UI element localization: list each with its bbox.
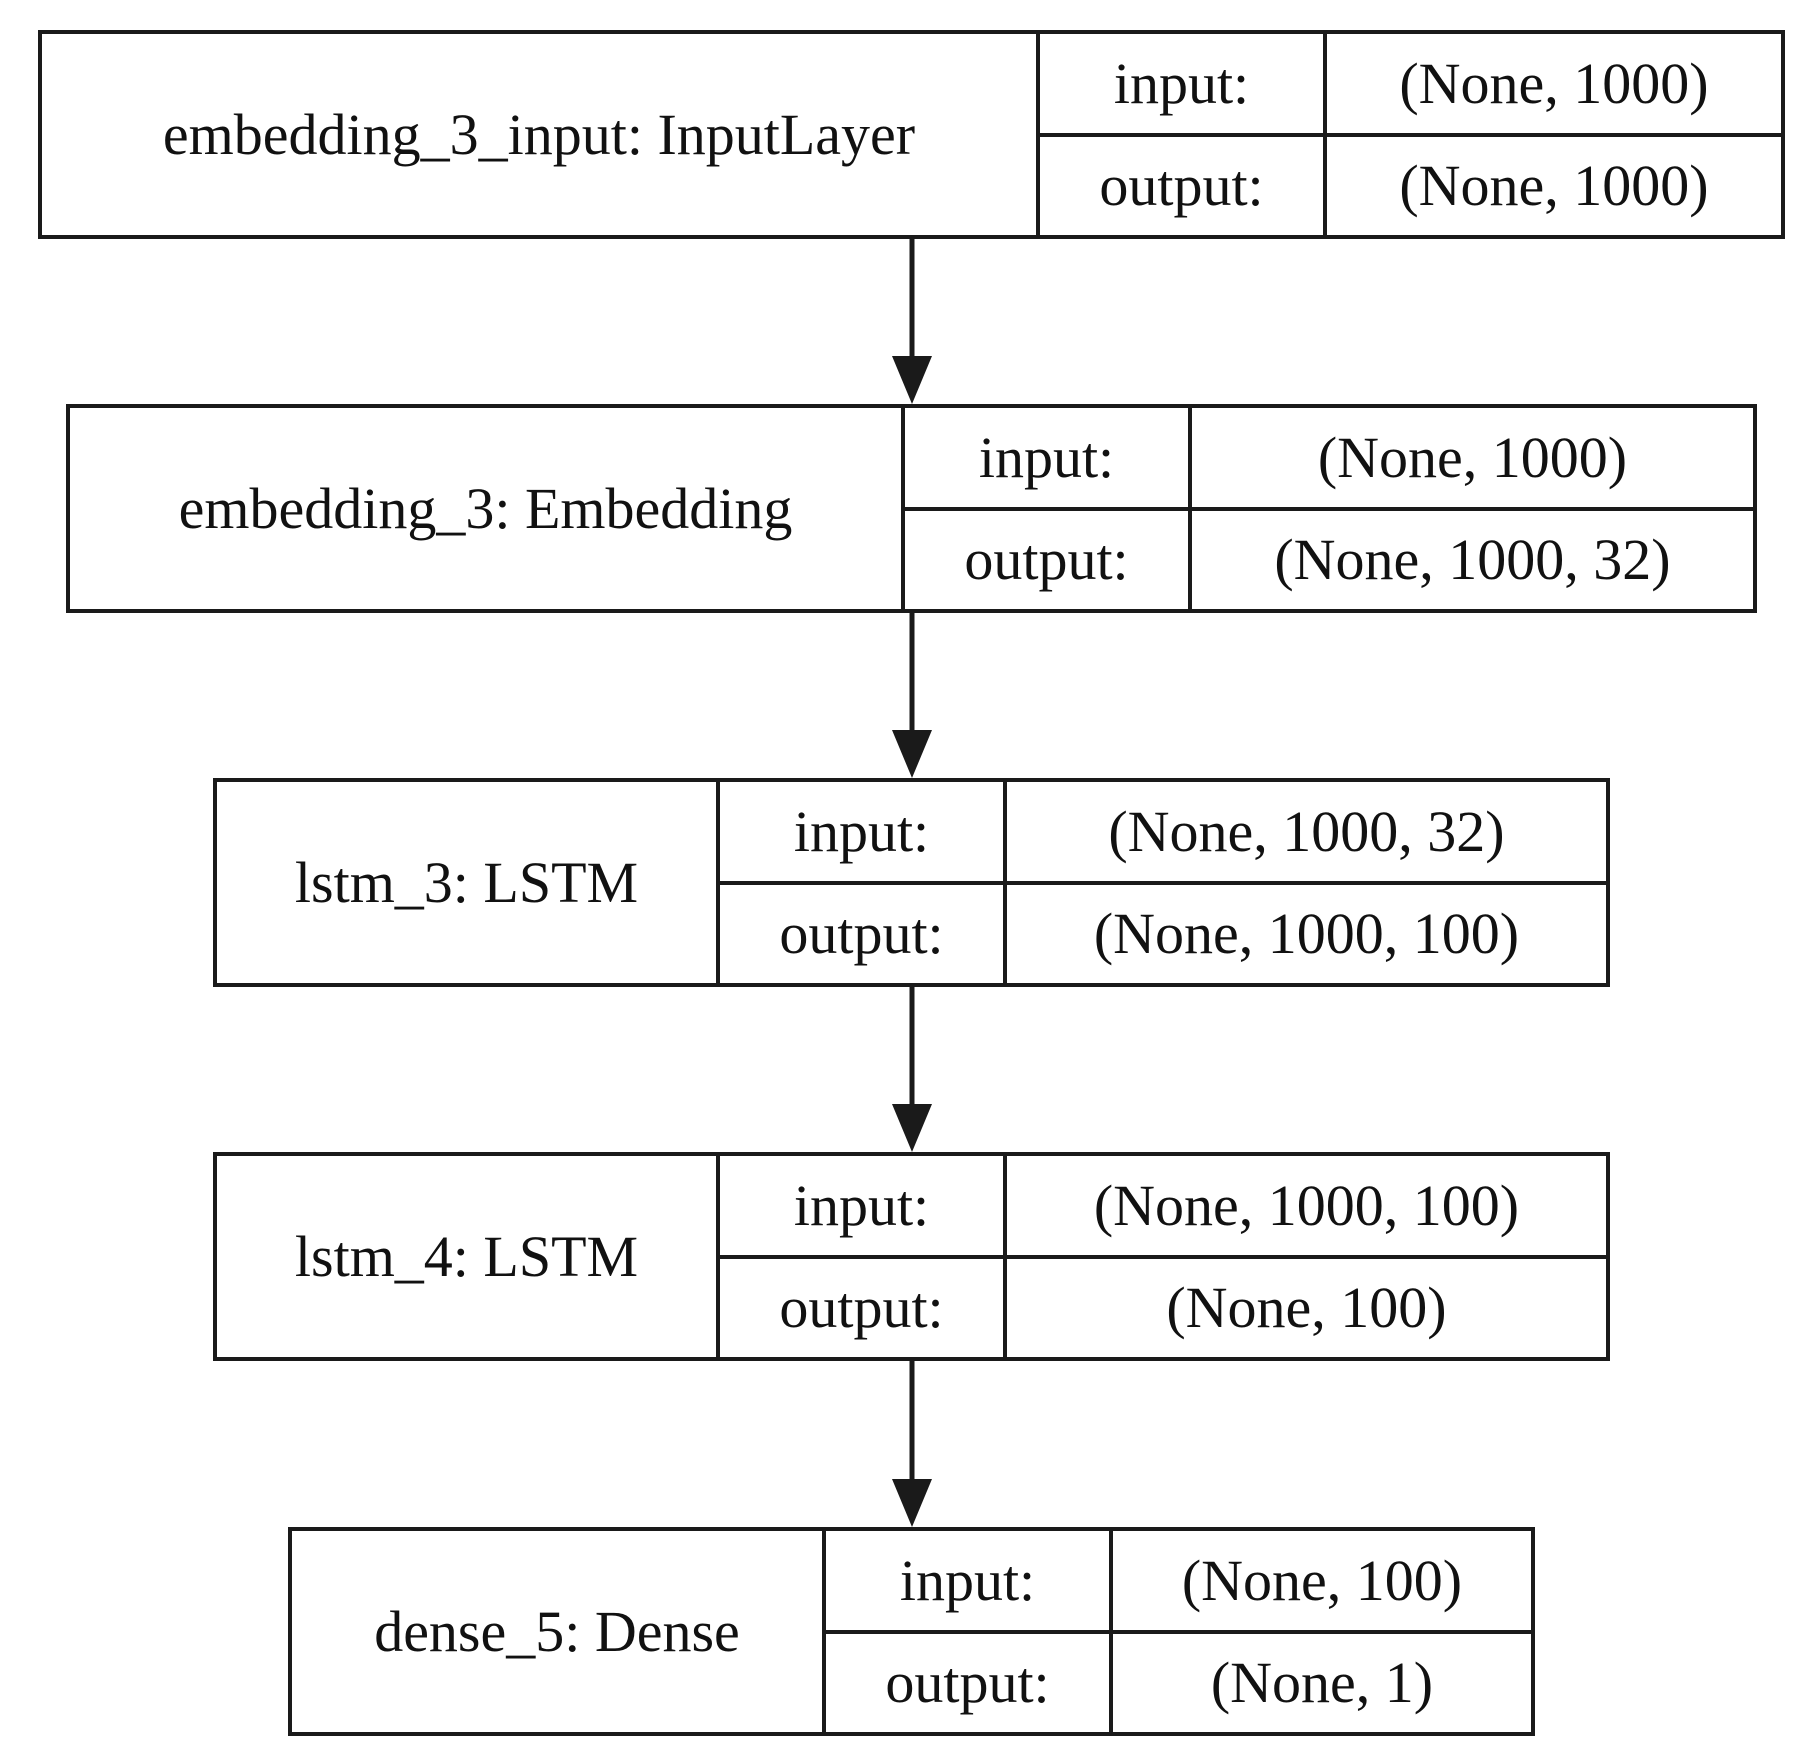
input-label: input: (826, 1531, 1113, 1630)
layer-name: dense_5: Dense (292, 1531, 826, 1732)
edge-arrow-3 (892, 1361, 932, 1527)
io-table: input: (None, 1000) output: (None, 1000,… (905, 408, 1753, 609)
output-row: output: (None, 1) (826, 1629, 1531, 1732)
output-label: output: (1040, 136, 1327, 235)
layer-name: embedding_3_input: InputLayer (42, 34, 1040, 235)
edge-arrow-0 (892, 239, 932, 404)
input-row: input: (None, 1000, 32) (720, 782, 1606, 881)
output-shape: (None, 1) (1210, 1650, 1434, 1716)
input-label: input: (720, 1156, 1007, 1255)
output-shape: (None, 1000, 100) (1093, 901, 1520, 967)
io-table: input: (None, 1000, 32) output: (None, 1… (720, 782, 1606, 983)
input-label: input: (1040, 34, 1327, 133)
layer-name: lstm_4: LSTM (217, 1156, 720, 1357)
output-label: output: (720, 884, 1007, 983)
output-label: output: (720, 1258, 1007, 1357)
output-shape: (None, 100) (1166, 1275, 1447, 1341)
output-shape: (None, 1000) (1399, 153, 1709, 219)
input-shape: (None, 1000, 32) (1108, 798, 1505, 864)
output-label: output: (905, 510, 1192, 609)
input-shape: (None, 1000) (1399, 50, 1709, 116)
input-label: input: (720, 782, 1007, 881)
layer-node-lstm-3: lstm_3: LSTM input: (None, 1000, 32) out… (213, 778, 1610, 987)
edge-arrow-2 (892, 987, 932, 1152)
output-row: output: (None, 1000, 100) (720, 880, 1606, 983)
input-row: input: (None, 1000, 100) (720, 1156, 1606, 1255)
input-row: input: (None, 1000) (905, 408, 1753, 507)
layer-node-lstm-4: lstm_4: LSTM input: (None, 1000, 100) ou… (213, 1152, 1610, 1361)
io-table: input: (None, 100) output: (None, 1) (826, 1531, 1531, 1732)
input-shape: (None, 100) (1181, 1547, 1463, 1613)
input-row: input: (None, 100) (826, 1531, 1531, 1630)
output-row: output: (None, 1000) (1040, 132, 1781, 235)
input-row: input: (None, 1000) (1040, 34, 1781, 133)
output-row: output: (None, 1000, 32) (905, 506, 1753, 609)
edge-arrow-1 (892, 613, 932, 778)
layer-node-embedding-3: embedding_3: Embedding input: (None, 100… (66, 404, 1757, 613)
io-table: input: (None, 1000) output: (None, 1000) (1040, 34, 1781, 235)
input-shape: (None, 1000, 100) (1093, 1172, 1520, 1238)
layer-name: embedding_3: Embedding (70, 408, 905, 609)
layer-name: lstm_3: LSTM (217, 782, 720, 983)
layer-node-dense-5: dense_5: Dense input: (None, 100) output… (288, 1527, 1535, 1736)
output-row: output: (None, 100) (720, 1254, 1606, 1357)
output-shape: (None, 1000, 32) (1274, 527, 1671, 593)
input-label: input: (905, 408, 1192, 507)
io-table: input: (None, 1000, 100) output: (None, … (720, 1156, 1606, 1357)
input-shape: (None, 1000) (1317, 424, 1628, 490)
layer-node-embedding-3-input: embedding_3_input: InputLayer input: (No… (38, 30, 1785, 239)
output-label: output: (826, 1633, 1113, 1732)
